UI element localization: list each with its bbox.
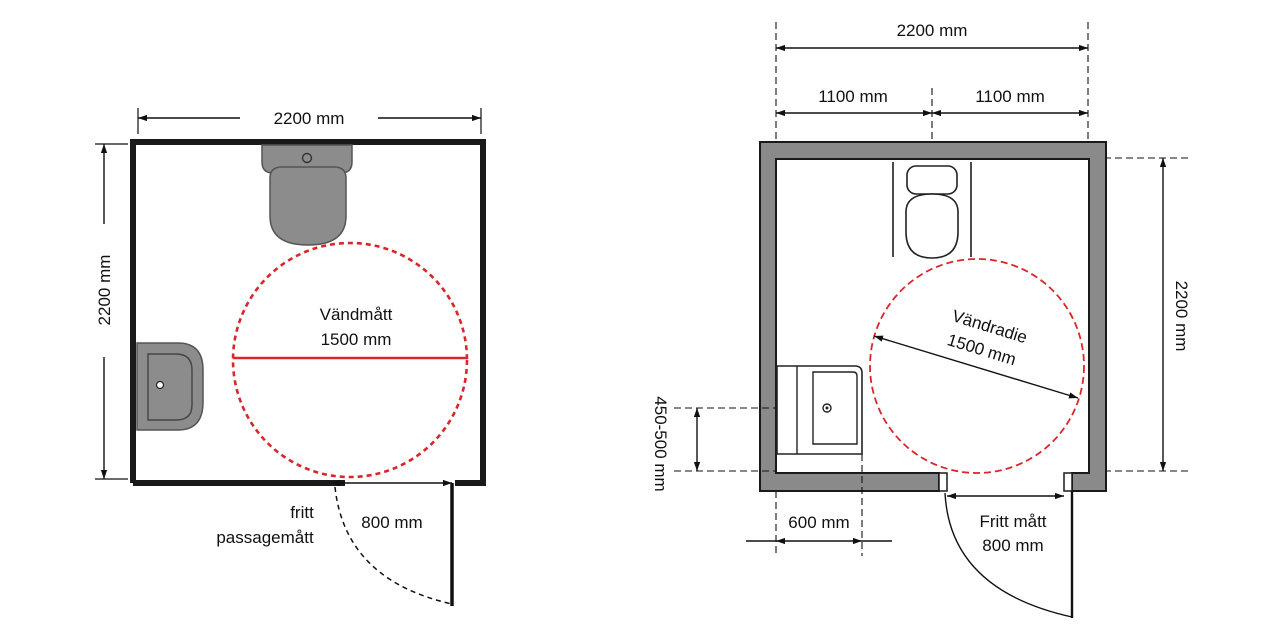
right-turning-circle (869, 258, 1085, 474)
toilet-icon (261, 144, 353, 246)
right-sink-height-label: 450-500 mm (651, 396, 670, 491)
right-turning-diameter (873, 335, 1079, 399)
sink-icon (776, 365, 863, 455)
left-width-label: 2200 mm (274, 109, 345, 128)
right-floor-plan: 2200 mm 1100 mm 1100 mm 2200 mm (651, 21, 1191, 618)
right-half-right-label: 1100 mm (975, 87, 1045, 106)
left-circle-label-1: Vändmått (320, 305, 393, 324)
sink-icon (136, 342, 204, 431)
left-passage-label-2: passagemått (216, 528, 314, 547)
right-width-label: 2200 mm (897, 21, 968, 40)
left-door-width-label: 800 mm (361, 513, 422, 532)
toilet-icon (905, 165, 959, 259)
left-passage-label-1: fritt (290, 503, 314, 522)
right-door-jamb-right (1063, 472, 1073, 492)
left-circle-label-2: 1500 mm (321, 330, 392, 349)
left-height-label: 2200 mm (95, 255, 114, 326)
left-walls (130, 139, 486, 486)
right-half-left-label: 1100 mm (818, 87, 888, 106)
right-door-label-1: Fritt mått (979, 512, 1046, 531)
right-door-jamb-left (938, 472, 948, 492)
left-turning-circle (231, 241, 469, 479)
door-swing-icon (334, 483, 454, 606)
door-swing-icon (944, 491, 1074, 618)
right-height-label: 2200 mm (1172, 281, 1191, 352)
left-floor-plan: 2200 mm 2200 mm Vändmått 1500 mm 800 mm (95, 108, 486, 606)
right-door-label-2: 800 mm (982, 536, 1043, 555)
right-sink-width-label: 600 mm (788, 513, 849, 532)
